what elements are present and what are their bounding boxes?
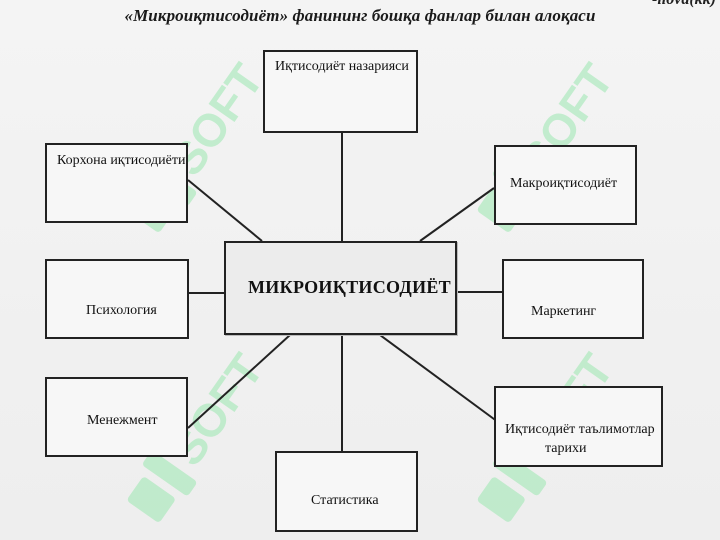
node-psychology-label: Психология (86, 303, 157, 318)
node-enterprise-economics: Корхона иқтисодиёти (45, 143, 188, 223)
node-history-label-line2: тарихи (545, 441, 587, 456)
node-macroeconomics: Макроиқтисодиёт (494, 145, 637, 225)
corner-label: -ilova(kk) (652, 0, 716, 9)
node-psychology: Психология (45, 259, 189, 339)
node-enterprise-economics-label: Корхона иқтисодиёти (57, 153, 186, 168)
node-marketing: Маркетинг (502, 259, 644, 339)
node-history: Иқтисодиёт таълимотлар тарихи (494, 386, 663, 467)
node-statistics: Статистика (275, 451, 418, 532)
connector-macroeconomics (419, 187, 495, 242)
slide-title: «Микроиқтисодиёт» фанининг бошқа фанлар … (124, 6, 596, 25)
connector-enterprise-economics (187, 179, 263, 242)
connector-history (379, 334, 499, 423)
node-management: Менежмент (45, 377, 188, 457)
node-economic-theory: Иқтисодиёт назарияси (263, 50, 418, 133)
connector-management (187, 334, 291, 429)
node-history-label-line1: Иқтисодиёт таълимотлар (505, 422, 655, 437)
center-node: МИКРОИҚТИСОДИЁТ (224, 241, 457, 335)
node-economic-theory-label: Иқтисодиёт назарияси (275, 59, 409, 74)
node-marketing-label: Маркетинг (531, 304, 597, 319)
center-node-label: МИКРОИҚТИСОДИЁТ (248, 277, 451, 297)
node-macroeconomics-label: Макроиқтисодиёт (510, 176, 618, 191)
node-statistics-label: Статистика (311, 493, 379, 508)
node-management-label: Менежмент (87, 413, 158, 428)
